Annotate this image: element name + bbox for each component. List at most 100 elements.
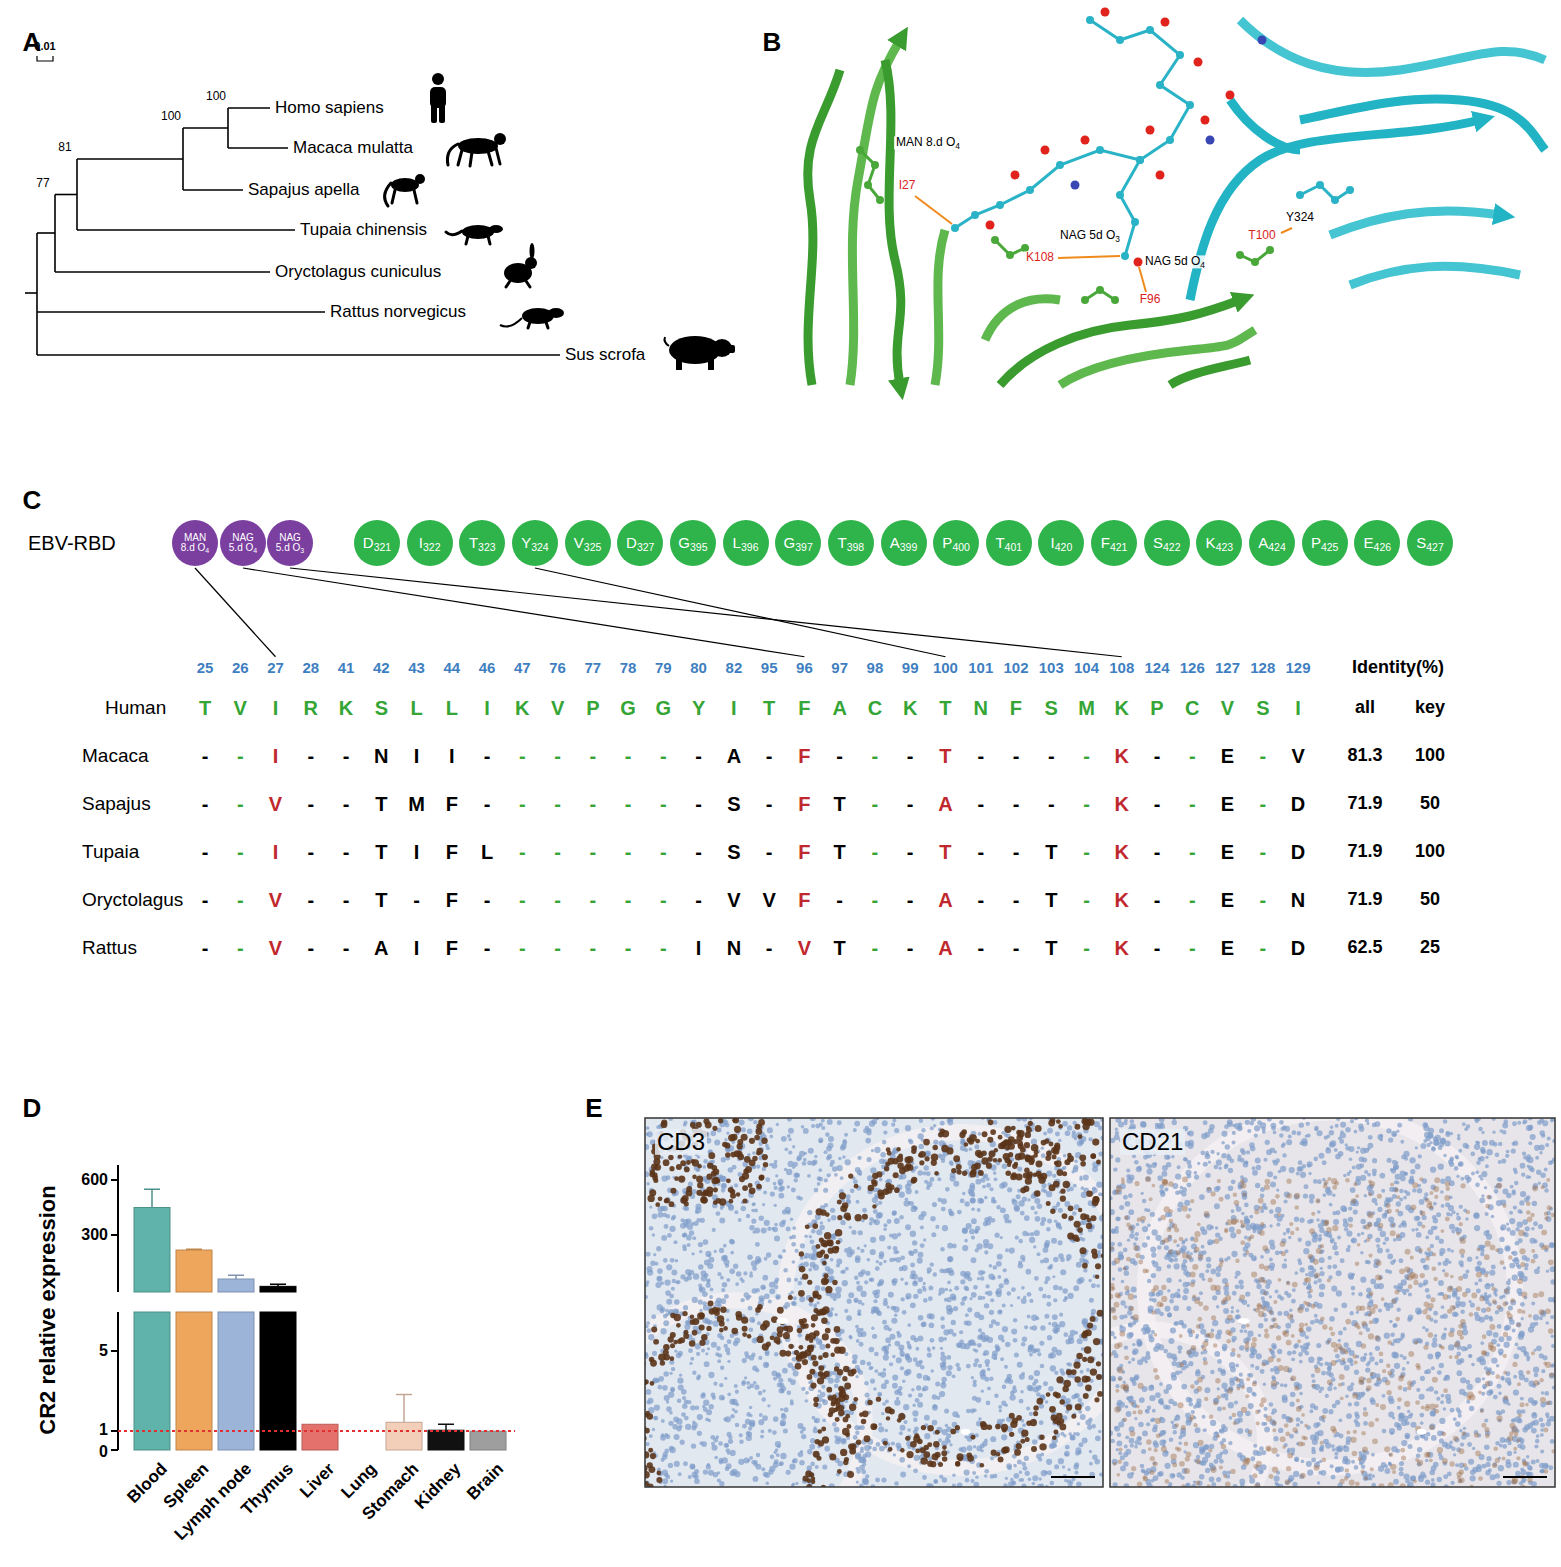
nucleus-dot <box>981 1449 984 1452</box>
nucleus-dot <box>1062 1465 1065 1468</box>
nucleus-dot <box>1021 1286 1025 1290</box>
nucleus-dot <box>1038 1477 1041 1480</box>
nucleus-dot <box>720 1365 724 1369</box>
nucleus-dot <box>836 1259 842 1265</box>
nucleus-dot <box>984 1196 988 1200</box>
nucleus-dot <box>774 1352 779 1357</box>
nucleus-dot <box>778 1187 783 1192</box>
nucleus-dot <box>674 1299 680 1305</box>
nucleus-dot <box>807 1465 812 1470</box>
nucleus-dot <box>1008 1219 1012 1223</box>
macaque-icon <box>494 133 506 145</box>
nucleus-dot <box>666 1406 672 1412</box>
pig-icon <box>708 358 714 370</box>
beta-strand <box>885 60 901 385</box>
nucleus-dot <box>794 1178 798 1182</box>
nucleus-dot <box>897 1333 902 1338</box>
nucleus-dot <box>668 1463 673 1468</box>
side-chain <box>876 196 884 204</box>
oxygen-atom <box>1194 58 1203 67</box>
nucleus-dot <box>927 1349 931 1353</box>
nucleus-dot <box>748 1306 753 1311</box>
nucleus-dot <box>751 1460 755 1464</box>
nucleus-dot <box>924 1180 928 1184</box>
nucleus-dot <box>823 1188 828 1193</box>
nucleus-dot <box>865 1138 871 1144</box>
nucleus-dot <box>1051 1238 1057 1244</box>
nucleus-dot <box>780 1453 786 1459</box>
nucleus-dot <box>882 1120 888 1126</box>
nucleus-dot <box>720 1276 724 1280</box>
nucleus-dot <box>671 1388 675 1392</box>
nucleus-dot <box>899 1431 903 1435</box>
nucleus-dot <box>791 1242 796 1247</box>
nucleus-dot <box>1075 1331 1079 1335</box>
nucleus-dot <box>752 1476 758 1482</box>
nucleus-dot <box>721 1157 726 1162</box>
nucleus-dot <box>989 1377 993 1381</box>
nucleus-dot <box>697 1414 703 1420</box>
nucleus-dot <box>894 1399 900 1405</box>
nitrogen-atom <box>1071 181 1080 190</box>
nucleus-dot <box>711 1445 717 1451</box>
nucleus-dot <box>647 1131 653 1137</box>
nucleus-dot <box>788 1150 792 1154</box>
nucleus-dot <box>844 1133 848 1137</box>
nucleus-dot <box>1050 1352 1056 1358</box>
nucleus-dot <box>1089 1298 1094 1303</box>
nucleus-dot <box>981 1296 985 1300</box>
nucleus-dot <box>687 1275 692 1280</box>
nucleus-dot <box>955 1363 959 1367</box>
nucleus-dot <box>800 1243 805 1248</box>
nucleus-dot <box>983 1221 988 1226</box>
nucleus-dot <box>727 1392 731 1396</box>
nucleus-dot <box>808 1268 812 1272</box>
nucleus-dot <box>770 1192 775 1197</box>
nucleus-dot <box>1052 1314 1058 1320</box>
nucleus-dot <box>756 1453 761 1458</box>
nucleus-dot <box>646 1266 652 1272</box>
nucleus-dot <box>849 1335 853 1339</box>
side-chain <box>1251 258 1259 266</box>
nucleus-dot <box>707 1263 713 1269</box>
nucleus-dot <box>893 1453 896 1456</box>
nucleus-dot <box>732 1408 735 1411</box>
nucleus-dot <box>680 1223 686 1229</box>
nucleus-dot <box>945 1288 948 1291</box>
contact-line <box>915 196 952 224</box>
nucleus-dot <box>848 1292 854 1298</box>
nucleus-dot <box>918 1170 923 1175</box>
nucleus-dot <box>744 1351 749 1356</box>
nucleus-dot <box>653 1253 656 1256</box>
nucleus-dot <box>1002 1385 1007 1390</box>
nucleus-dot <box>706 1283 711 1288</box>
capuchin-icon <box>415 174 425 184</box>
sugar-chain <box>1056 161 1064 169</box>
error-bar <box>186 1249 202 1250</box>
sugar-chain <box>951 224 959 232</box>
nucleus-dot <box>940 1382 946 1388</box>
nucleus-dot <box>989 1187 993 1191</box>
bar <box>302 1424 338 1450</box>
nucleus-dot <box>727 1339 732 1344</box>
tupaia-icon <box>489 225 503 233</box>
nucleus-dot <box>791 1187 796 1192</box>
nucleus-dot <box>707 1347 710 1350</box>
nucleus-dot <box>960 1199 965 1204</box>
nucleus-dot <box>918 1315 924 1321</box>
nucleus-dot <box>1000 1207 1006 1213</box>
nucleus-dot <box>740 1206 746 1212</box>
nucleus-dot <box>684 1206 689 1211</box>
nucleus-dot <box>846 1194 851 1199</box>
nucleus-dot <box>730 1251 734 1255</box>
nucleus-dot <box>889 1362 893 1366</box>
nucleus-dot <box>1035 1216 1041 1222</box>
pig-icon <box>676 358 682 370</box>
nucleus-dot <box>719 1481 724 1486</box>
nucleus-dot <box>660 1328 666 1334</box>
nucleus-dot <box>776 1373 781 1378</box>
nucleus-dot <box>880 1371 886 1377</box>
nucleus-dot <box>789 1464 795 1470</box>
nucleus-dot <box>1052 1328 1058 1334</box>
nucleus-dot <box>646 1389 652 1395</box>
